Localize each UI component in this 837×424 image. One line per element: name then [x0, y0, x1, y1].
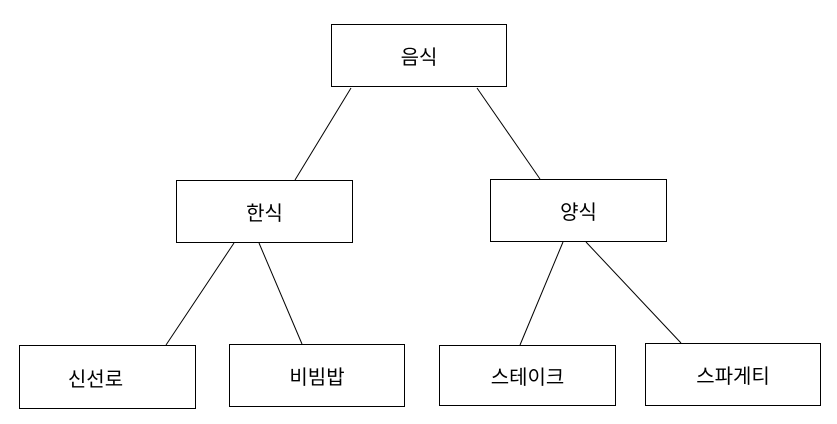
node-bibimbap: 비빔밥	[229, 344, 405, 407]
node-food: 음식	[331, 24, 507, 87]
node-sinseonro: 신선로	[19, 345, 196, 409]
node-korean-food-label: 한식	[246, 201, 283, 225]
edge-western-steak	[519, 241, 564, 346]
edge-root-western	[476, 87, 541, 180]
edge-korean-bibimbap	[258, 242, 303, 345]
node-food-label: 음식	[400, 45, 438, 69]
node-sinseonro-label: 신선로	[67, 366, 124, 391]
edge-western-spaghetti	[585, 241, 682, 344]
node-western-food-label: 양식	[560, 200, 597, 224]
node-korean-food: 한식	[176, 180, 353, 243]
node-bibimbap-label: 비빔밥	[289, 365, 345, 389]
node-western-food: 양식	[490, 179, 667, 242]
node-spaghetti-label: 스파게티	[696, 364, 770, 388]
edge-root-korean	[294, 87, 352, 181]
node-spaghetti: 스파게티	[645, 343, 821, 406]
edge-korean-sinseonro	[165, 242, 235, 346]
node-steak: 스테이크	[439, 345, 616, 406]
node-steak-label: 스테이크	[490, 365, 565, 389]
